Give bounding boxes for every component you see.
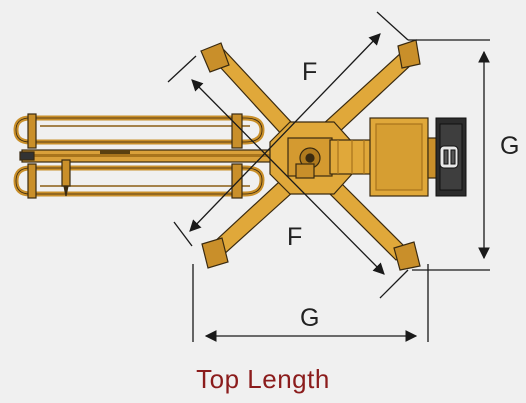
- dimension-label-g-right: G: [500, 132, 519, 160]
- dimension-f-diagonal-2: [191, 79, 385, 275]
- dimension-f-ext-1a: [173, 221, 193, 247]
- dimension-label-g-bottom: G: [300, 304, 319, 332]
- dimension-f-ext-2a: [167, 55, 197, 83]
- diagram-caption: Top Length: [196, 364, 330, 394]
- dimension-f-ext-1b: [376, 11, 409, 41]
- dimension-label-f-lower: F: [287, 223, 302, 251]
- power-unit: [369, 117, 439, 197]
- dimension-f-ext-2b: [379, 269, 409, 299]
- dimension-lines: [167, 11, 490, 342]
- concrete-pump-top-view-diagram: F F G G: [13, 11, 519, 342]
- rear-tracks: [435, 117, 467, 197]
- boom-sections: [13, 113, 295, 199]
- chassis: [329, 139, 375, 175]
- dimension-label-f-upper: F: [302, 58, 317, 86]
- concrete-pump-top-view-icon: [13, 39, 467, 271]
